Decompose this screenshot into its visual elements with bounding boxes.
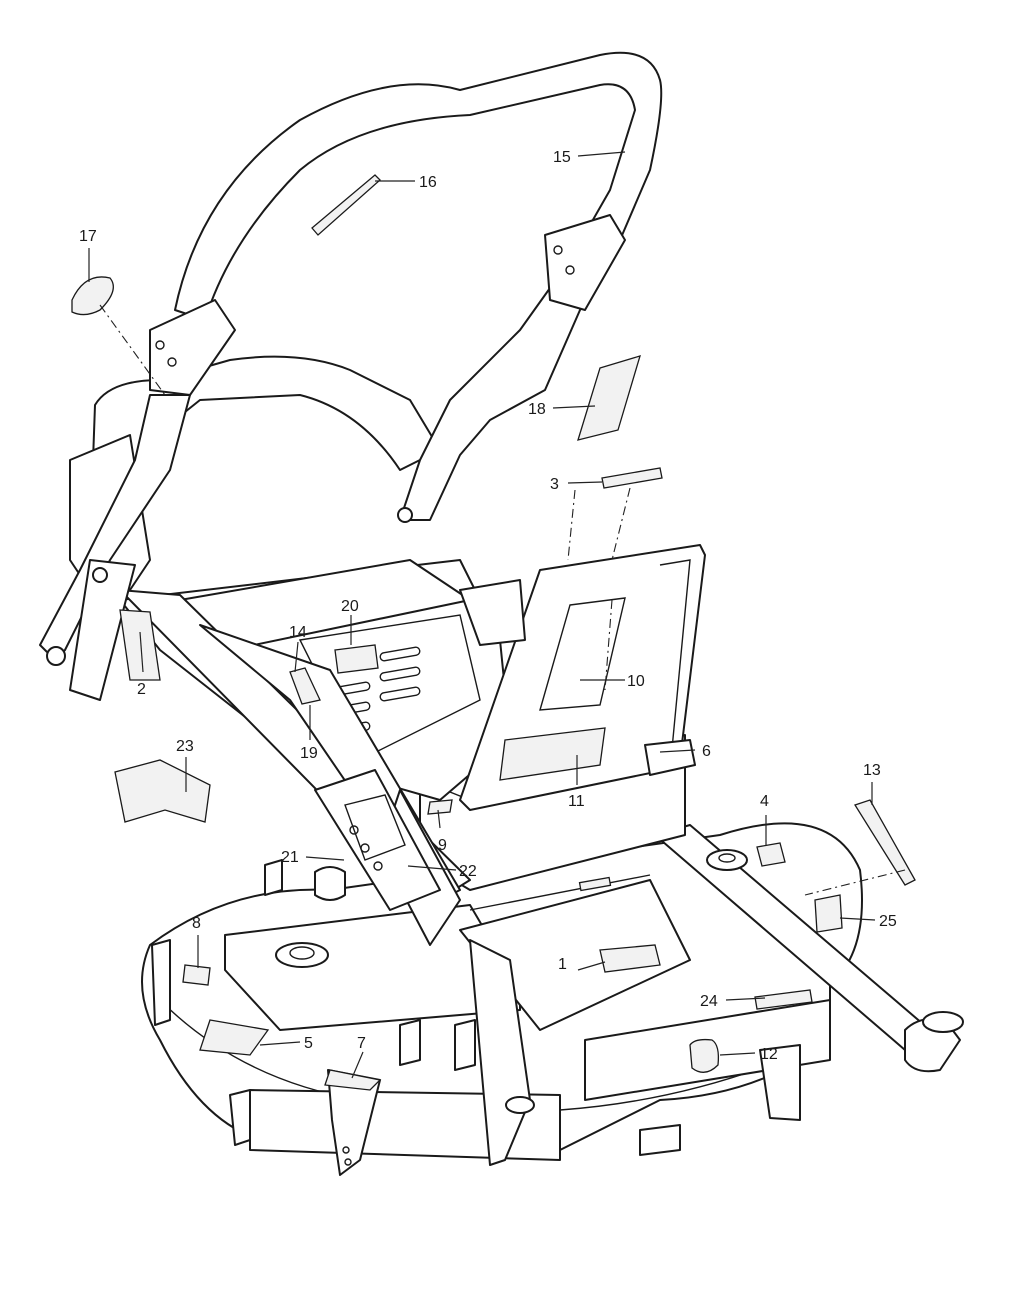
callout-24: 24 bbox=[700, 993, 718, 1010]
callout-8: 8 bbox=[192, 915, 201, 932]
decal-13 bbox=[854, 799, 916, 886]
decal-18 bbox=[577, 355, 641, 441]
decal-23 bbox=[114, 759, 211, 823]
callout-4: 4 bbox=[760, 793, 769, 810]
decal-17 bbox=[71, 276, 114, 316]
callout-12: 12 bbox=[760, 1046, 778, 1063]
assembly-lines bbox=[99, 304, 906, 896]
decal-5 bbox=[199, 1019, 270, 1056]
callout-1: 1 bbox=[558, 956, 567, 973]
callout-7: 7 bbox=[357, 1035, 366, 1052]
callout-14: 14 bbox=[289, 624, 307, 641]
front-lift-rod bbox=[469, 939, 535, 1166]
decal-24 bbox=[754, 989, 813, 1010]
decal-9 bbox=[427, 799, 453, 815]
callout-10: 10 bbox=[627, 673, 645, 690]
callout-25: 25 bbox=[879, 913, 897, 930]
callout-11: 11 bbox=[568, 793, 585, 810]
decal-14 bbox=[289, 667, 321, 705]
callout-3: 3 bbox=[550, 476, 559, 493]
rops-bar bbox=[39, 51, 663, 701]
callout-2: 2 bbox=[137, 681, 146, 698]
callout-22: 22 bbox=[459, 863, 477, 880]
seat-hinges bbox=[459, 579, 696, 776]
decal-20 bbox=[334, 644, 379, 674]
decal-25 bbox=[814, 894, 843, 933]
callout-15: 15 bbox=[553, 149, 571, 166]
leader-lines bbox=[88, 151, 876, 1079]
decal-12 bbox=[689, 1038, 720, 1073]
decal-2 bbox=[119, 609, 161, 681]
decal-1 bbox=[599, 944, 661, 973]
callout-20: 20 bbox=[341, 598, 359, 615]
callout-18: 18 bbox=[528, 401, 546, 418]
callout-23: 23 bbox=[176, 738, 194, 755]
decal-4 bbox=[756, 842, 786, 867]
decal-7 bbox=[324, 1069, 382, 1091]
callout-13: 13 bbox=[863, 762, 881, 779]
control-module bbox=[314, 769, 441, 911]
callout-19: 19 bbox=[300, 745, 318, 762]
callout-16: 16 bbox=[419, 174, 437, 191]
decal-8 bbox=[182, 964, 211, 986]
callout-5: 5 bbox=[304, 1035, 313, 1052]
callout-6: 6 bbox=[702, 743, 711, 760]
callout-21: 21 bbox=[281, 849, 299, 866]
seat-back-plate bbox=[459, 544, 706, 811]
callout-9: 9 bbox=[438, 837, 447, 854]
decal-3 bbox=[601, 467, 663, 489]
decals bbox=[71, 174, 916, 1091]
callout-labels: 1 2 3 4 5 6 7 8 9 10 11 12 13 14 15 16 1… bbox=[79, 149, 897, 1063]
callout-17: 17 bbox=[79, 228, 97, 245]
decal-16 bbox=[311, 174, 381, 236]
